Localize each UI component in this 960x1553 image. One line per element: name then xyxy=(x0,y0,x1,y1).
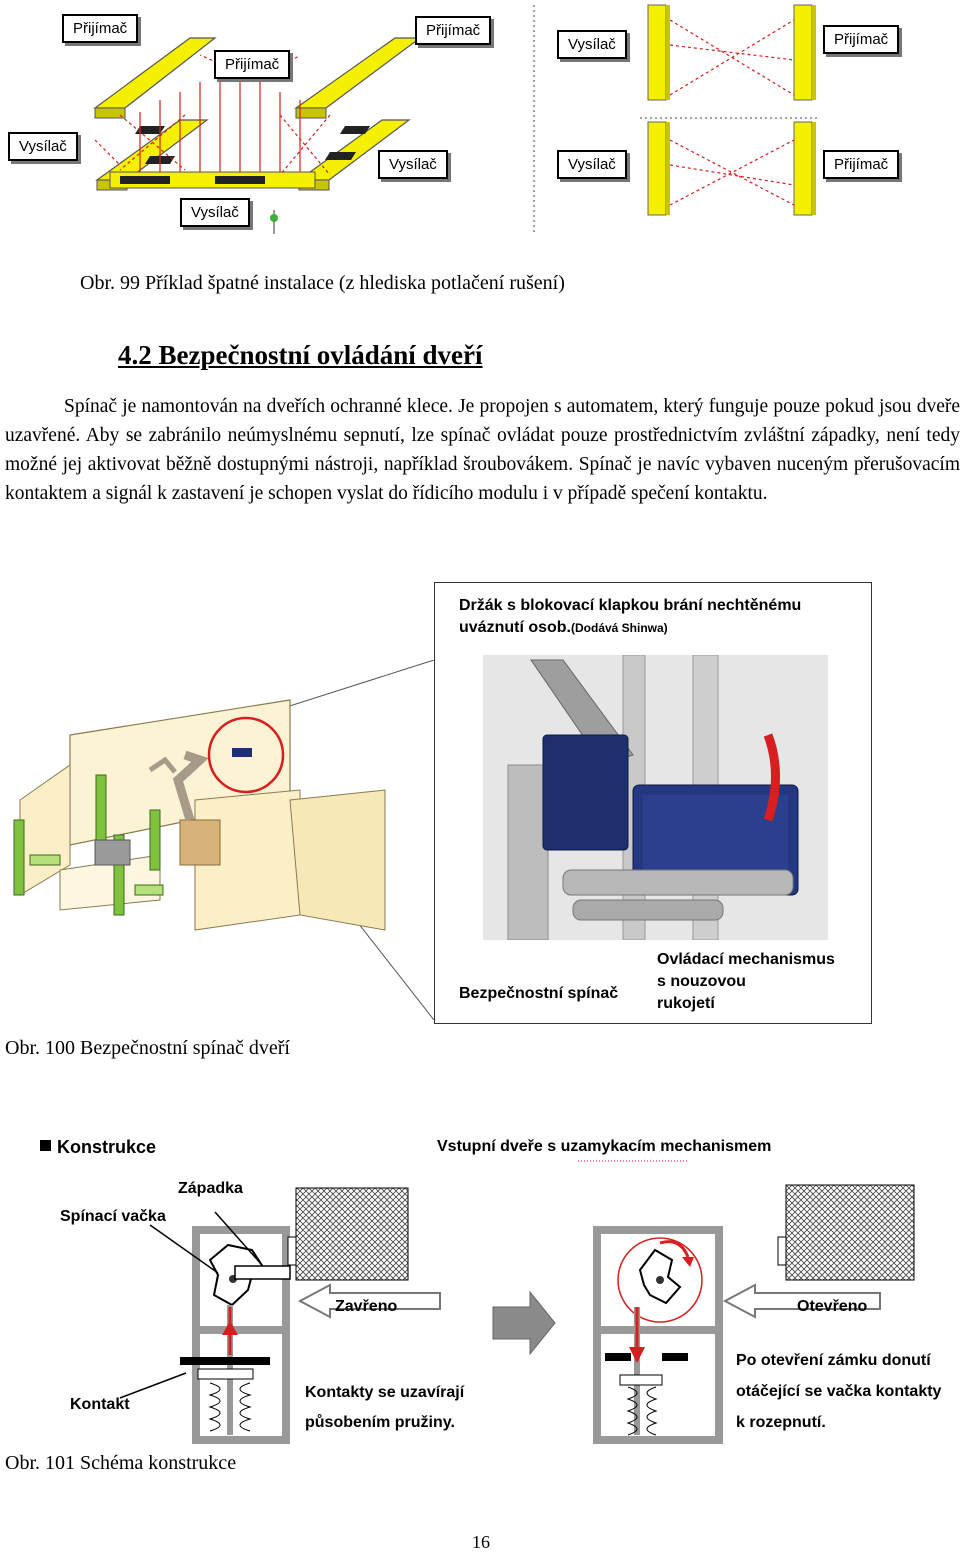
figure-100: Držák s blokovací klapkou brání nechtěné… xyxy=(0,580,960,1030)
springs-caption-line1: Kontakty se uzavírají xyxy=(305,1384,465,1401)
light-curtain-diagram xyxy=(93,4,820,235)
contact-caption: Kontakt xyxy=(70,1396,130,1413)
mechanism-caption-line1: Ovládací mechanismus xyxy=(657,951,835,968)
figure-99: Přijímač Přijímač Přijímač Vysílač Vysíl… xyxy=(0,0,960,250)
latch-caption: Západka xyxy=(178,1180,243,1197)
construction-schematic xyxy=(40,1140,915,1444)
robot-cell-illustration xyxy=(13,660,435,1020)
entry-door-caption: Vstupní dveře s uzamykacím mechanismem xyxy=(437,1138,772,1155)
holder-caption-text: uváznutí osob. xyxy=(459,619,571,636)
transmitter-label: Vysílač xyxy=(557,150,627,179)
transmitter-label: Vysílač xyxy=(557,30,627,59)
opened-caption: Otevřeno xyxy=(797,1298,868,1315)
receiver-label: Přijímač xyxy=(62,14,139,43)
receiver-label: Přijímač xyxy=(823,150,900,179)
receiver-label: Přijímač xyxy=(214,50,291,79)
springs-caption-line2: působením pružiny. xyxy=(305,1414,455,1431)
figure-101-caption: Obr. 101 Schéma konstrukce xyxy=(5,1452,237,1474)
mechanism-caption: Ovládací mechanismus s nouzovou rukojetí xyxy=(657,949,835,1015)
receiver-label: Přijímač xyxy=(415,16,492,45)
page-number: 16 xyxy=(472,1532,490,1552)
open-caption-line3: k rozepnutí. xyxy=(736,1414,826,1431)
transmitter-label: Vysílač xyxy=(378,150,448,179)
figure-100-caption: Obr. 100 Bezpečnostní spínač dveří xyxy=(5,1037,290,1059)
light-beams xyxy=(94,54,331,176)
door-switch-photo xyxy=(483,655,828,940)
open-caption: Po otevření zámku donutí otáčející se va… xyxy=(736,1345,941,1438)
right-columns xyxy=(647,4,816,216)
springs-caption: Kontakty se uzavírají působením pružiny. xyxy=(305,1378,464,1438)
safety-switch-caption: Bezpečnostní spínač xyxy=(459,985,619,1002)
transmitter-label: Vysílač xyxy=(180,198,250,227)
holder-caption-line1: Držák s blokovací klapkou brání nechtěné… xyxy=(459,597,802,614)
holder-supplier: (Dodává Shinwa) xyxy=(571,621,668,635)
figure-101: Konstrukce Vstupní dveře s uzamykacím me… xyxy=(0,1125,960,1455)
section-paragraph: Spínač je namontován na dveřích ochranné… xyxy=(5,396,960,504)
section-heading: 4.2 Bezpečnostní ovládání dveří xyxy=(118,340,483,370)
mechanism-caption-line3: rukojetí xyxy=(657,995,715,1012)
holder-caption: Držák s blokovací klapkou brání nechtěné… xyxy=(459,595,801,639)
mechanism-caption-line2: s nouzovou xyxy=(657,973,746,990)
holder-caption-line2: uváznutí osob.(Dodává Shinwa) xyxy=(459,617,801,639)
open-caption-line1: Po otevření zámku donutí xyxy=(736,1352,931,1369)
construction-title: Konstrukce xyxy=(57,1137,157,1157)
cam-caption: Spínací vačka xyxy=(60,1208,166,1225)
transmitter-label: Vysílač xyxy=(8,132,78,161)
receiver-label: Přijímač xyxy=(823,25,900,54)
figure-99-caption: Obr. 99 Příklad špatné instalace (z hled… xyxy=(80,272,565,294)
closed-caption: Zavřeno xyxy=(335,1298,398,1315)
photo-callout-box: Držák s blokovací klapkou brání nechtěné… xyxy=(434,582,872,1024)
open-caption-line2: otáčející se vačka kontakty xyxy=(736,1383,942,1400)
